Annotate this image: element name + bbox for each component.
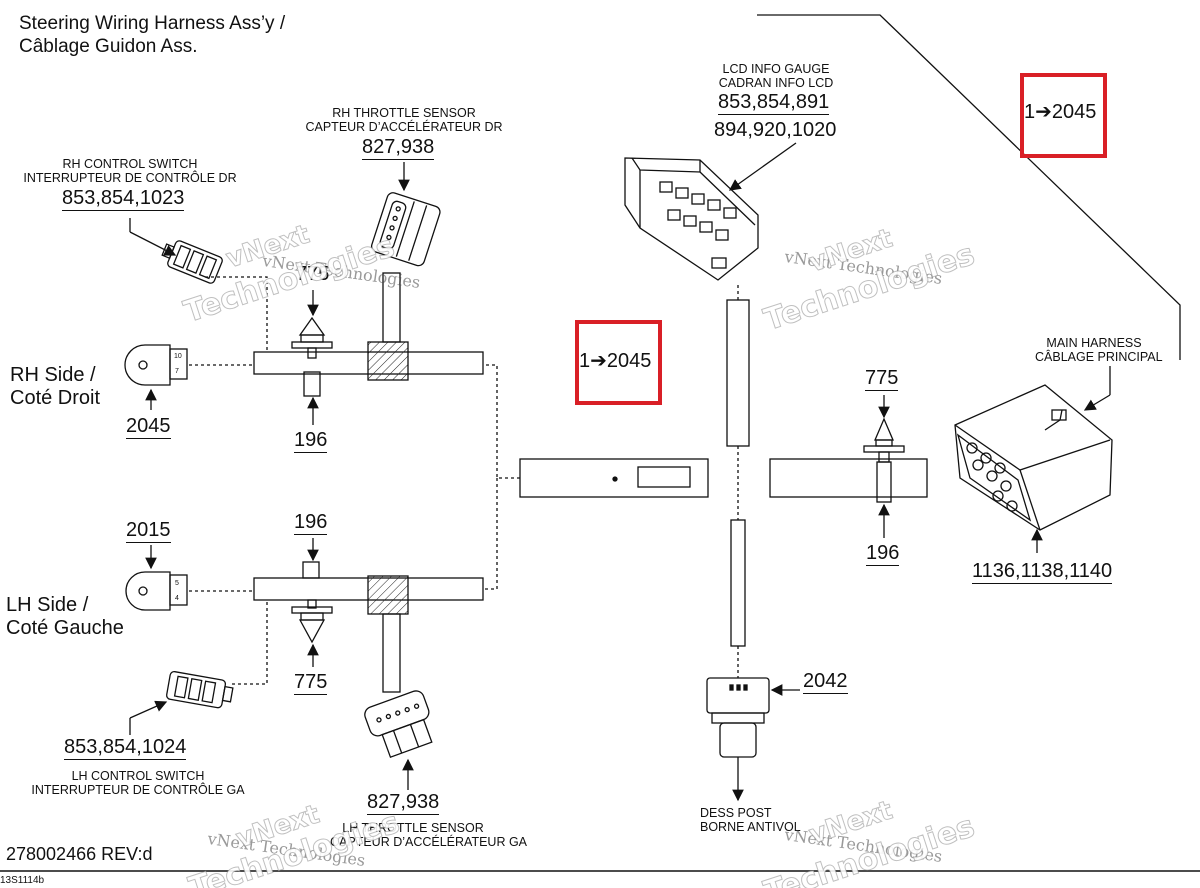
main-harness-label-en: MAIN HARNESS [1046, 336, 1142, 350]
part-number: 278002466 REV:d [6, 844, 153, 864]
rh-side-label-line1: RH Side / [10, 364, 96, 386]
right-tie-ref: 775 [865, 367, 899, 391]
lcd-branch-tube [726, 299, 750, 447]
diagram-title-line1: Steering Wiring Harness Ass’y / [19, 13, 286, 34]
callout-box-top [1020, 73, 1107, 158]
rh-throttle-sensor-label-en: RH THROTTLE SENSOR [332, 106, 476, 120]
rh-control-switch-label-fr: INTERRUPTEUR DE CONTRÔLE DR [23, 171, 237, 185]
main-harness-label: MAIN HARNESS CÂBLAGE PRINCIPAL [1035, 336, 1163, 364]
lh-clip-ref: 196 [294, 511, 328, 535]
right-branch-tube [769, 458, 928, 498]
rh-throttle-tube [382, 272, 401, 343]
lh-throttle-connector [364, 690, 433, 759]
callout-box-center [575, 320, 662, 405]
lh-side-label-line2: Coté Gauche [6, 617, 124, 639]
lh-control-switch-label: LH CONTROL SWITCH INTERRUPTEUR DE CONTRÔ… [18, 769, 258, 797]
diagram-title-line2: Câblage Guidon Ass. [19, 36, 198, 57]
callout-top-text: 1➔2045 [1024, 101, 1097, 123]
lh-control-switch-connector [166, 670, 234, 709]
lh-cap-ref: 2015 [126, 519, 171, 543]
rh-control-switch-label-en: RH CONTROL SWITCH [62, 157, 198, 171]
lh-throttle-sensor-label-en: LH THROTTLE SENSOR [342, 821, 484, 835]
main-harness-leader-line [757, 14, 1181, 360]
figure-code: 13S1114b [0, 875, 45, 886]
lh-throttle-sensor-label: LH THROTTLE SENSOR CAPTEUR D’ACCÉLÉRATEU… [330, 821, 528, 849]
svg-text:4: 4 [175, 595, 179, 602]
rh-throttle-sensor-label: RH THROTTLE SENSOR CAPTEUR D’ACCÉLÉRATEU… [285, 106, 523, 134]
rh-throttle-sensor-refs: 827,938 [362, 136, 435, 160]
lcd-gauge-label-en: LCD INFO GAUGE [722, 62, 830, 76]
lh-throttle-tube [382, 613, 401, 693]
right-clip-ref: 196 [866, 542, 900, 566]
central-module-dot [612, 476, 618, 482]
lh-control-switch-refs: 853,854,1024 [64, 736, 187, 760]
lh-control-switch-label-en: LH CONTROL SWITCH [71, 769, 205, 783]
rh-throttle-connector [370, 192, 441, 267]
dess-post-label: DESS POST BORNE ANTIVOL [700, 806, 801, 834]
rh-cap-shape [124, 344, 171, 386]
lcd-gauge-refs-line1: 853,854,891 [718, 91, 830, 115]
lh-cap-shape [125, 571, 171, 611]
lh-junction [367, 575, 409, 615]
dess-post-connector [706, 677, 770, 760]
lcd-gauge-label-fr: CADRAN INFO LCD [718, 76, 834, 90]
lh-throttle-sensor-refs: 827,938 [367, 791, 440, 815]
lh-side-label-line1: LH Side / [6, 594, 89, 616]
rh-junction [367, 341, 409, 381]
dess-branch-tube [730, 519, 746, 647]
lh-throttle-sensor-label-fr: CAPTEUR D’ACCÉLÉRATEUR GA [330, 835, 528, 849]
lh-control-switch-label-fr: INTERRUPTEUR DE CONTRÔLE GA [31, 783, 245, 797]
lcd-gauge-connector [624, 157, 759, 281]
lh-tie-ref: 775 [294, 671, 328, 695]
lh-cable-tie [291, 561, 333, 644]
dess-post-label-fr: BORNE ANTIVOL [700, 820, 801, 834]
lcd-gauge-label: LCD INFO GAUGE CADRAN INFO LCD [702, 62, 850, 90]
dess-post-label-en: DESS POST [700, 806, 772, 820]
svg-text:7: 7 [175, 368, 179, 375]
rh-control-switch-refs: 853,854,1023 [62, 187, 185, 211]
lcd-gauge-refs-line2: 894,920,1020 [714, 119, 837, 141]
dess-post-ref: 2042 [803, 670, 848, 694]
main-harness-label-fr: CÂBLAGE PRINCIPAL [1035, 350, 1163, 364]
svg-text:5: 5 [175, 580, 179, 587]
svg-text:10: 10 [174, 353, 182, 360]
main-harness-connector [954, 384, 1113, 531]
rh-side-label-line2: Coté Droit [10, 387, 101, 409]
central-module-window [637, 466, 691, 488]
rh-clip-ref: 196 [294, 429, 328, 453]
rh-cable-tie [291, 316, 333, 397]
main-harness-refs: 1136,1138,1140 [972, 560, 1113, 584]
rh-tie-ref: 775 [296, 263, 330, 285]
rh-control-switch-label: RH CONTROL SWITCH INTERRUPTEUR DE CONTRÔ… [12, 157, 248, 185]
callout-center-text: 1➔2045 [579, 350, 652, 372]
rh-throttle-sensor-label-fr: CAPTEUR D’ACCÉLÉRATEUR DR [305, 120, 503, 134]
rh-cap-ref: 2045 [126, 415, 171, 439]
right-cable-tie [863, 417, 905, 503]
